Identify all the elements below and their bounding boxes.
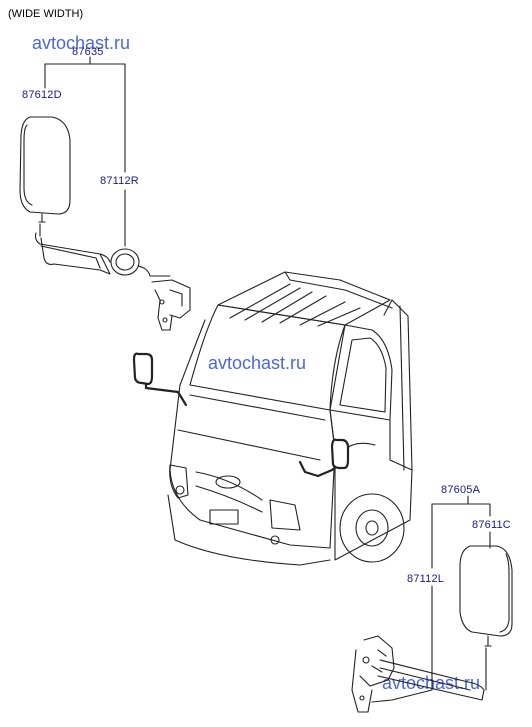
truck-cab	[167, 271, 413, 566]
part-label-87611C: 87611C	[472, 519, 511, 531]
right-mirror-head	[19, 116, 71, 237]
right-disc-mirror	[110, 248, 171, 277]
leader-lines-right	[44, 56, 126, 247]
part-label-87112L: 87112L	[407, 573, 445, 585]
right-mirror-arm	[34, 232, 111, 275]
diagram-title: (WIDE WIDTH)	[8, 8, 84, 20]
left-mirror-head	[459, 545, 513, 691]
watermark-top: avtochast.ru	[32, 33, 131, 53]
leader-lines-left	[371, 495, 491, 703]
watermark-bottom: avtochast.ru	[382, 673, 481, 693]
part-label-87112R: 87112R	[100, 175, 139, 187]
part-label-87635: 87635	[72, 46, 104, 58]
part-label-87612D: 87612D	[22, 89, 62, 101]
right-bracket	[151, 279, 191, 331]
mounted-mirrors	[132, 352, 350, 478]
watermark-middle: avtochast.ru	[208, 353, 307, 373]
part-label-87605A: 87605A	[441, 484, 481, 496]
left-mirror-arm	[351, 635, 485, 713]
